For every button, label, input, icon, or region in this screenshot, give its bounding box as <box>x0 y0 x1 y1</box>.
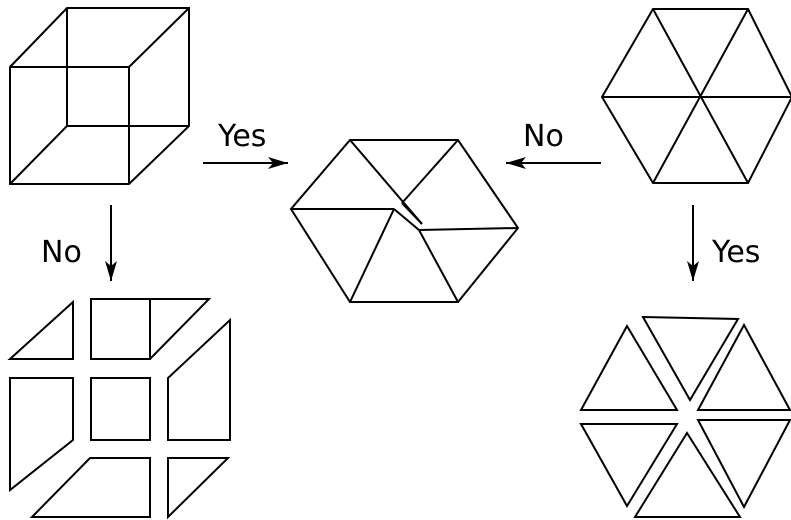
center-polyhedron <box>289 139 520 303</box>
hexagon-triangulated <box>600 8 791 184</box>
label-no-right: No <box>523 119 564 154</box>
wireframe-cube <box>9 7 190 185</box>
separated-cube-pieces <box>7 298 231 520</box>
label-yes-down-right: Yes <box>711 235 760 270</box>
label-yes-left: Yes <box>217 119 266 154</box>
separated-triangles <box>579 315 791 518</box>
label-no-down-left: No <box>41 235 82 270</box>
